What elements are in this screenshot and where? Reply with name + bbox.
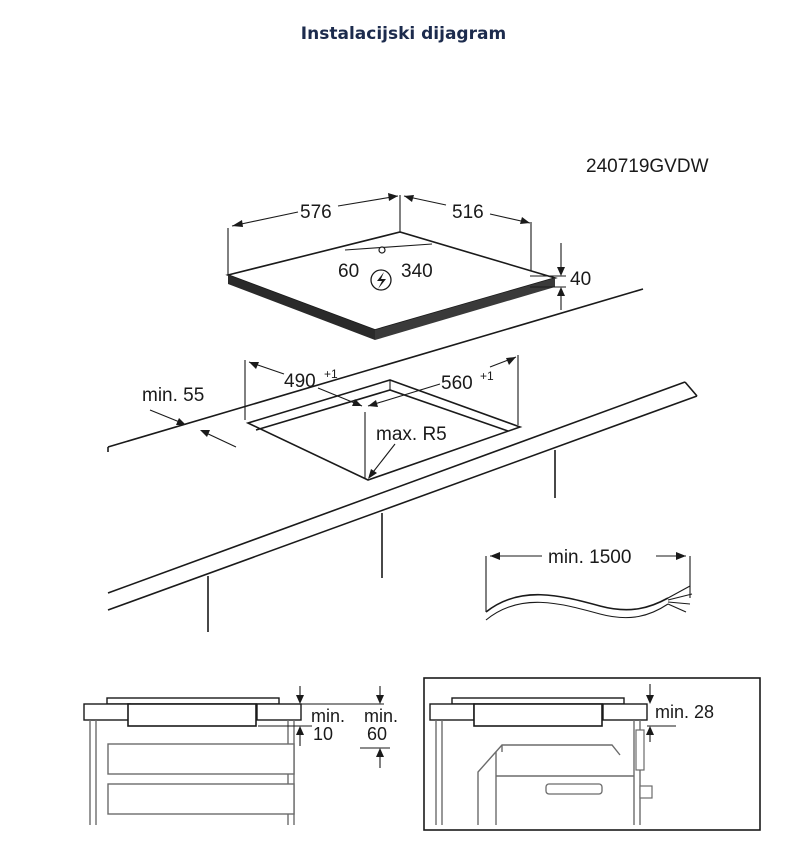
oven-handle <box>545 783 603 795</box>
drawer-top <box>107 743 295 775</box>
cutout-width-label: 560 <box>441 373 473 394</box>
page-title: Instalacijski dijagram <box>300 24 507 44</box>
section-drawer-cabinet: min. 10 min. 60 <box>83 686 398 825</box>
hob-front-edge <box>228 275 375 340</box>
hob-side-edge <box>375 278 555 340</box>
left-gap-label: min. <box>311 706 345 726</box>
hob-height-label: 40 <box>570 269 591 290</box>
section-oven-cabinet: min. 28 <box>423 677 761 831</box>
hob: 60 340 <box>225 231 558 340</box>
oven-gap-label: min. 28 <box>655 702 714 722</box>
hob-depth-label: 516 <box>452 202 484 223</box>
connection-point <box>378 246 386 254</box>
right-gap-value: 60 <box>367 724 387 744</box>
power-cable: min. 1500 <box>485 547 693 621</box>
hob-width-dimension: 576 <box>227 193 401 275</box>
product-code: 240719GVDW <box>586 156 709 177</box>
oven-knob <box>639 785 653 799</box>
worktop-right <box>256 703 302 721</box>
hob-width-label: 576 <box>300 202 332 223</box>
lightning-bolt-icon <box>370 269 392 291</box>
front-clearance-dimension: min. 55 <box>142 385 237 448</box>
cutout-depth-label: 490 <box>284 371 316 392</box>
cutout: 490 +1 560 +1 max. R5 <box>244 355 523 481</box>
connection-dim-line <box>344 243 433 251</box>
cutout-width-tolerance: +1 <box>480 369 494 383</box>
drawer-bottom <box>107 783 295 815</box>
front-clearance-label: min. 55 <box>142 385 204 406</box>
hob-body <box>127 703 257 727</box>
worktop-left-oven <box>429 703 475 721</box>
hob-height-dimension: 40 <box>530 243 591 310</box>
cutout-depth-tolerance: +1 <box>324 367 338 381</box>
hob-top-glass-oven <box>451 697 625 705</box>
oven <box>477 729 653 825</box>
worktop-right-oven <box>602 703 648 721</box>
wall-bracket <box>635 729 645 771</box>
cable-length-label: min. 1500 <box>548 547 631 568</box>
conn-right-dim: 340 <box>401 261 433 282</box>
conn-left-dim: 60 <box>338 261 359 282</box>
cutout-opening <box>245 379 523 481</box>
corner-radius-label: max. R5 <box>376 424 447 445</box>
hob-depth-dimension: 516 <box>403 195 532 271</box>
right-gap-label: min. <box>364 706 398 726</box>
hob-body-oven <box>473 703 603 727</box>
left-gap-value: 10 <box>313 724 333 744</box>
worktop <box>107 288 698 632</box>
worktop-left <box>83 703 131 721</box>
hob-top-glass <box>106 697 280 705</box>
